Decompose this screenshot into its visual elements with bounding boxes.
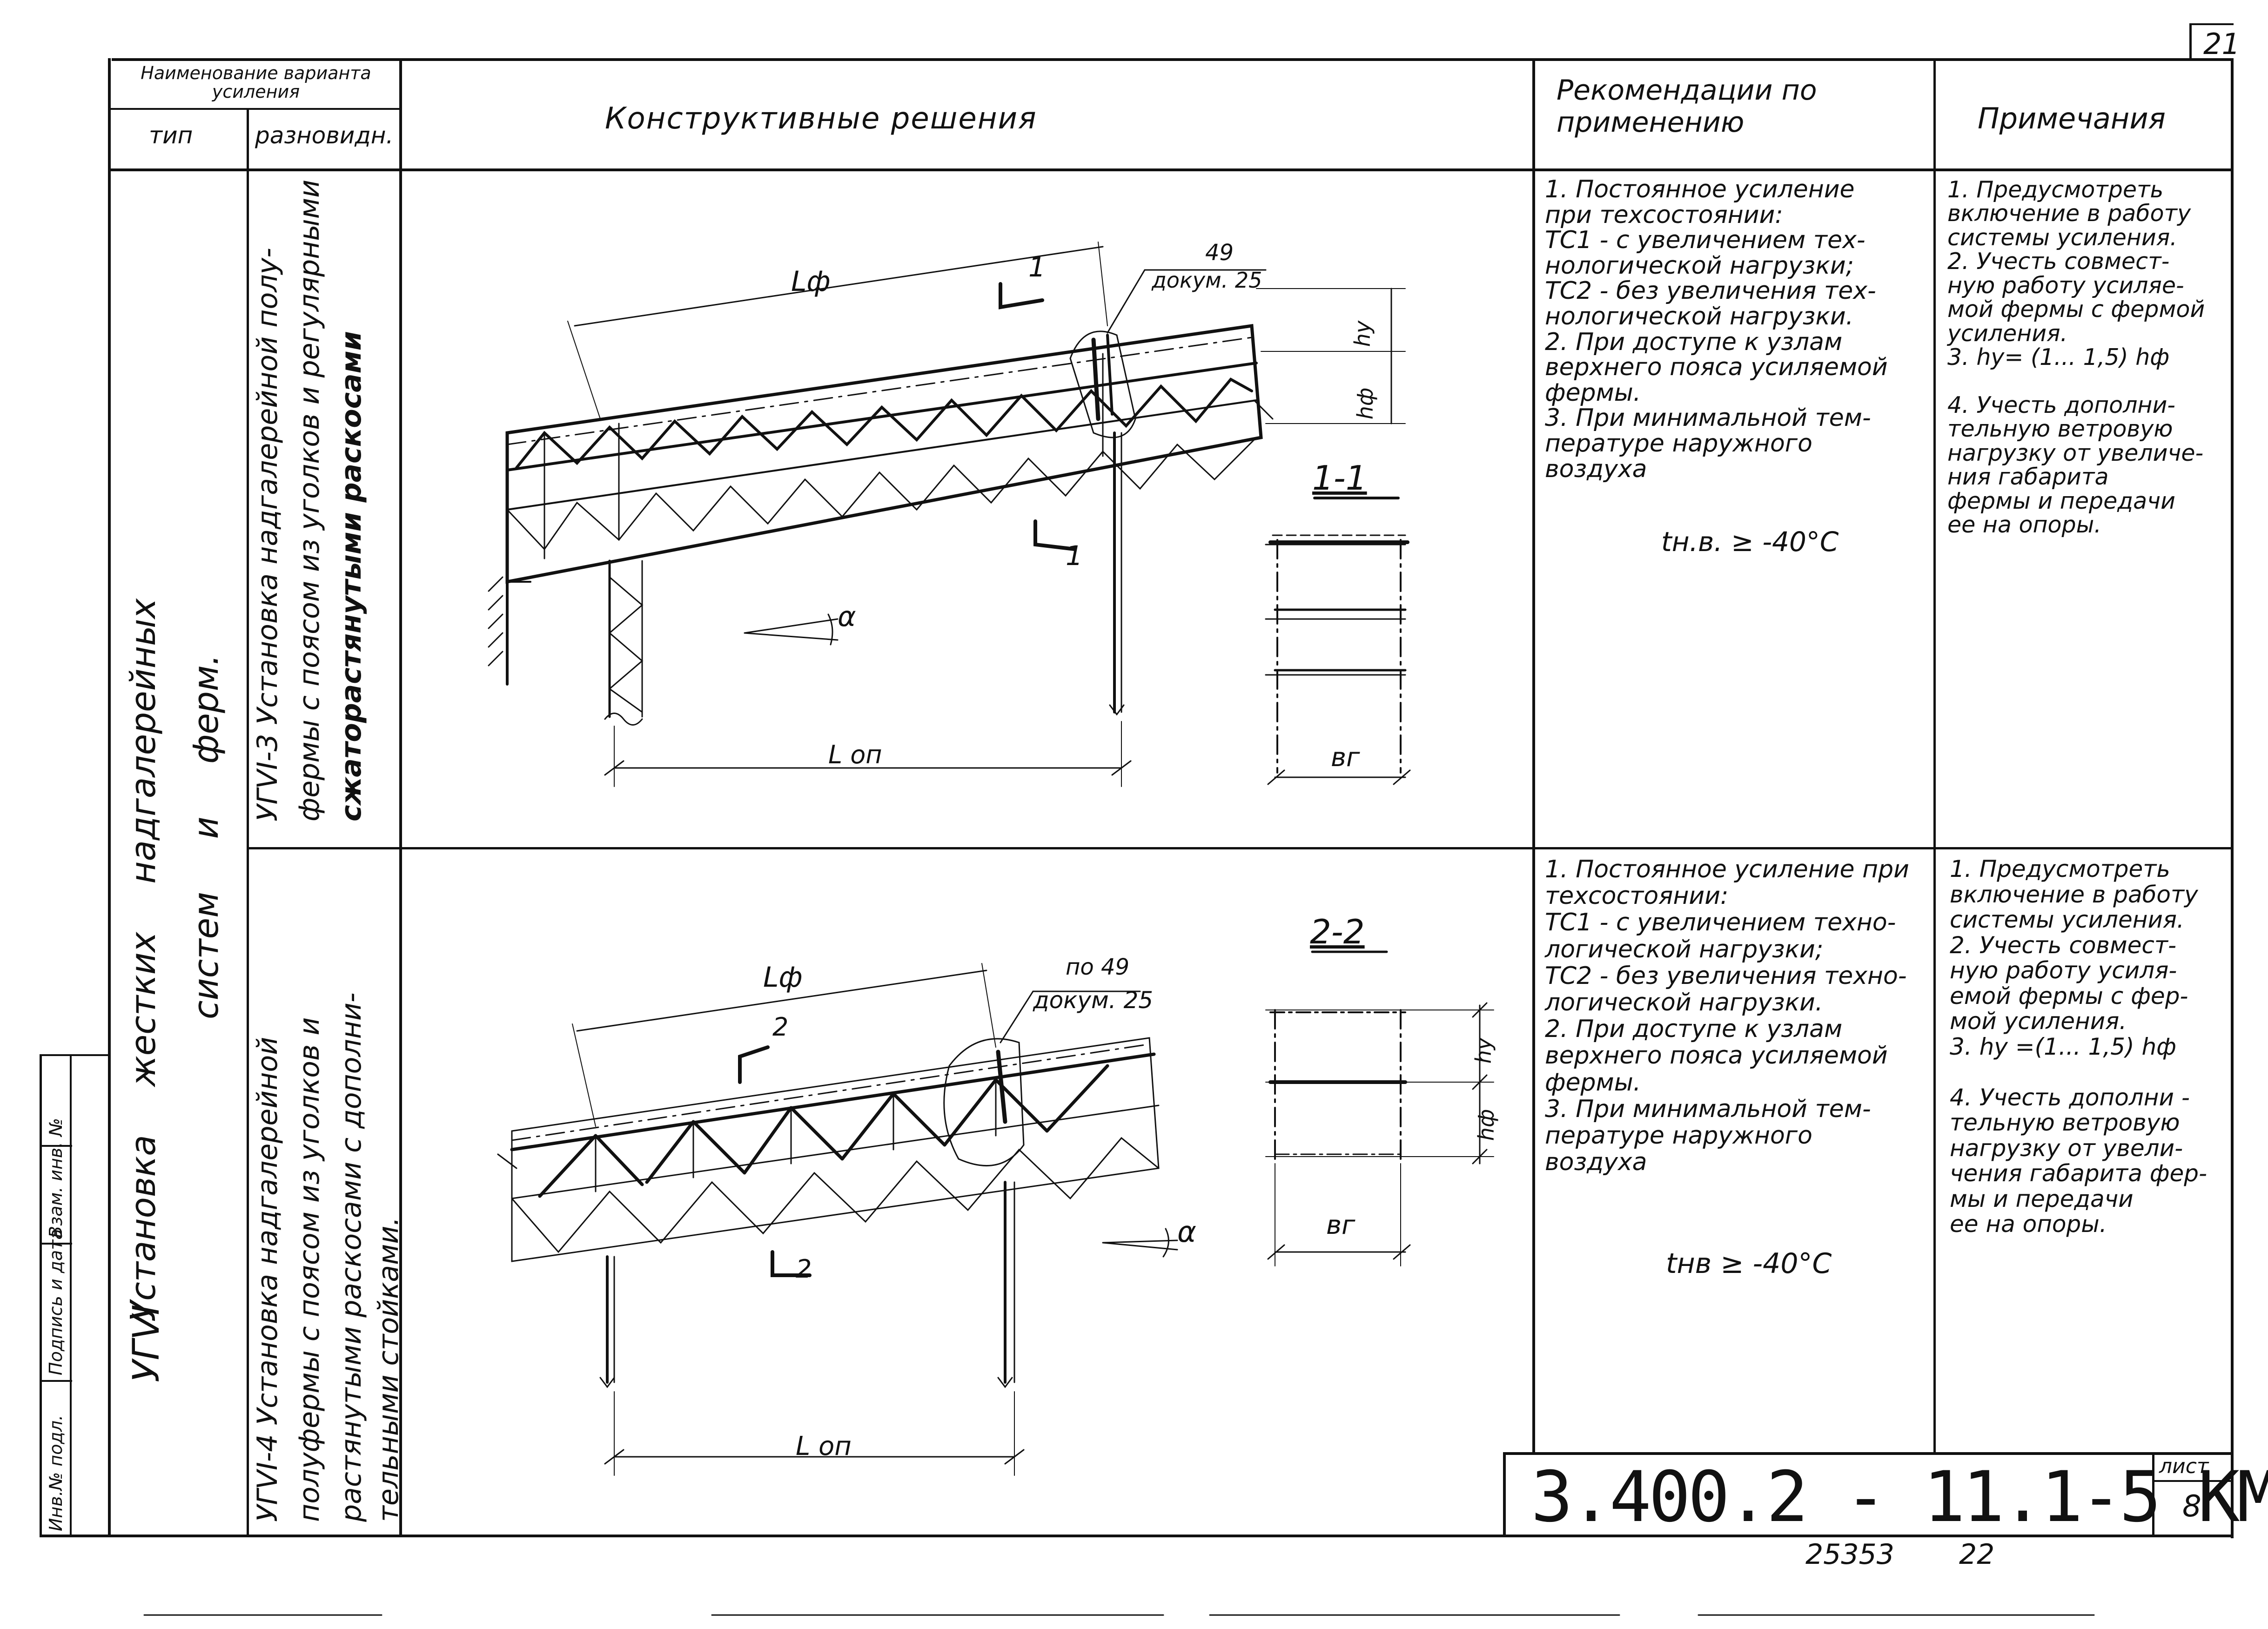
row2-ref-label: по 49 — [1066, 954, 1130, 980]
header-notes: Примечания — [1978, 101, 2166, 135]
stamp-strip-div3 — [40, 1380, 72, 1382]
header-subtype: разновидн. — [255, 122, 394, 149]
row1-notes: 1. Предусмотреть включение в работу сист… — [1947, 176, 2205, 539]
stamp-vzam: Взам. инв. № — [46, 1117, 66, 1238]
title-block-sheet-no: 8 — [2182, 1489, 2201, 1524]
stamp-strip-div2 — [40, 1243, 72, 1245]
stamp-strip-div1 — [40, 1145, 72, 1147]
title-block-sheet-left — [2152, 1452, 2154, 1537]
row2-section-mark-bottom: 2 — [796, 1254, 812, 1284]
title-block-sheet-mid — [2152, 1480, 2233, 1482]
row2-section-title: 2-2 — [1310, 912, 1365, 951]
title-block-left — [1503, 1452, 1506, 1537]
row1-subtype-line2: фермы с поясом из уголков и регулярными — [293, 179, 326, 821]
row2-section — [1265, 950, 1494, 1266]
header-variant-title: Наименование варианта усиления — [141, 63, 371, 102]
bottom-frame-line — [40, 1535, 2234, 1537]
type-title-line1: Установка жестких надгалерейных — [123, 598, 163, 1322]
stamp-strip-inner — [70, 1054, 72, 1537]
header-recommendations: Рекомендации по применению — [1557, 74, 1817, 139]
stamp-inv-podl: Инв.№ подл. — [46, 1414, 66, 1531]
row1-ref-label: 49 — [1205, 240, 1234, 266]
row1-section — [1265, 497, 1411, 785]
page-number-box-left — [2189, 23, 2192, 61]
row2-hu-label: hу — [1471, 1037, 1496, 1064]
right-frame-line — [2231, 58, 2234, 1538]
row2-truss — [497, 963, 1178, 1476]
row2-alpha: α — [1177, 1215, 1196, 1249]
header-sub-line — [111, 108, 399, 110]
left-frame-line — [108, 58, 111, 1537]
title-block-top — [1503, 1452, 2233, 1455]
row2-section-mark-top: 2 — [772, 1012, 789, 1042]
stamp-strip-top — [40, 1054, 109, 1056]
row2-hf-label: hф — [1474, 1109, 1499, 1141]
row2-subtype-line3: растянутыми раскосами с дополни- — [335, 992, 368, 1522]
row-divider-line — [247, 847, 2233, 849]
row1-alpha: α — [838, 600, 856, 633]
archive-page: 22 — [1959, 1538, 1995, 1571]
row2-lop-label: L оп — [796, 1431, 852, 1461]
row1-section-mark-top: 1 — [1028, 251, 1046, 283]
row2-br-label: вг — [1326, 1210, 1355, 1240]
stamp-strip-left — [40, 1054, 42, 1537]
row1-hf-label: hф — [1353, 387, 1378, 420]
row2-subtype-line2: полуфермы с поясом из уголков и — [293, 1017, 326, 1522]
row1-lf-label: Lф — [791, 265, 831, 298]
col-line-subtype — [399, 58, 402, 1537]
row2-doc-label: докум. 25 — [1033, 987, 1154, 1014]
row1-br-label: вг — [1331, 742, 1360, 773]
row2-lf-label: Lф — [763, 961, 803, 994]
col-line-type — [247, 108, 249, 1537]
row1-hu-label: hу — [1350, 320, 1376, 347]
title-block-code: 3.400.2 - 11.1-5 КМ — [1531, 1457, 2268, 1538]
archive-number: 25353 — [1805, 1538, 1894, 1571]
row2-notes: 1. Предусмотреть включение в работу сист… — [1950, 855, 2208, 1238]
row2-temp: tнв ≥ -40°С — [1666, 1247, 1832, 1280]
page-number: 21 — [2203, 27, 2240, 61]
row1-section-mark-bottom: 1 — [1066, 540, 1083, 572]
stamp-podpis: Подпись и дата — [46, 1229, 66, 1375]
row1-doc-label: докум. 25 — [1152, 268, 1262, 293]
col-line-notes — [1933, 58, 1936, 1454]
title-block-sheet-label: лист — [2159, 1454, 2209, 1478]
col-line-drawings — [1532, 58, 1535, 1454]
header-type: тип — [149, 122, 193, 149]
row1-temp: tн.в. ≥ -40°С — [1661, 526, 1839, 558]
top-frame-line — [112, 58, 2234, 61]
row1-subtype-line3: сжаторастянутыми раскосами — [335, 331, 368, 821]
header-bottom-line — [111, 168, 2233, 171]
row1-truss — [488, 242, 1406, 787]
row1-section-title: 1-1 — [1312, 458, 1367, 498]
row2-subtype-line1: УГVI-4 Установка надгалерейной — [251, 1037, 284, 1522]
row1-recommendations: 1. Постоянное усиление при техсостоянии:… — [1545, 175, 1888, 483]
page-number-box-top — [2189, 23, 2234, 25]
header-solutions: Конструктивные решения — [605, 101, 1037, 136]
type-title-line2: систем и ферм. — [186, 654, 226, 1019]
row1-subtype-line1: УГVI-3 Установка надгалерейной полу- — [251, 248, 284, 821]
row2-recommendations: 1. Постоянное усиление при техсостоянии:… — [1545, 855, 1909, 1177]
row1-lop-label: L оп — [828, 740, 882, 769]
row2-subtype-line4: тельными стойками. — [372, 1217, 405, 1522]
